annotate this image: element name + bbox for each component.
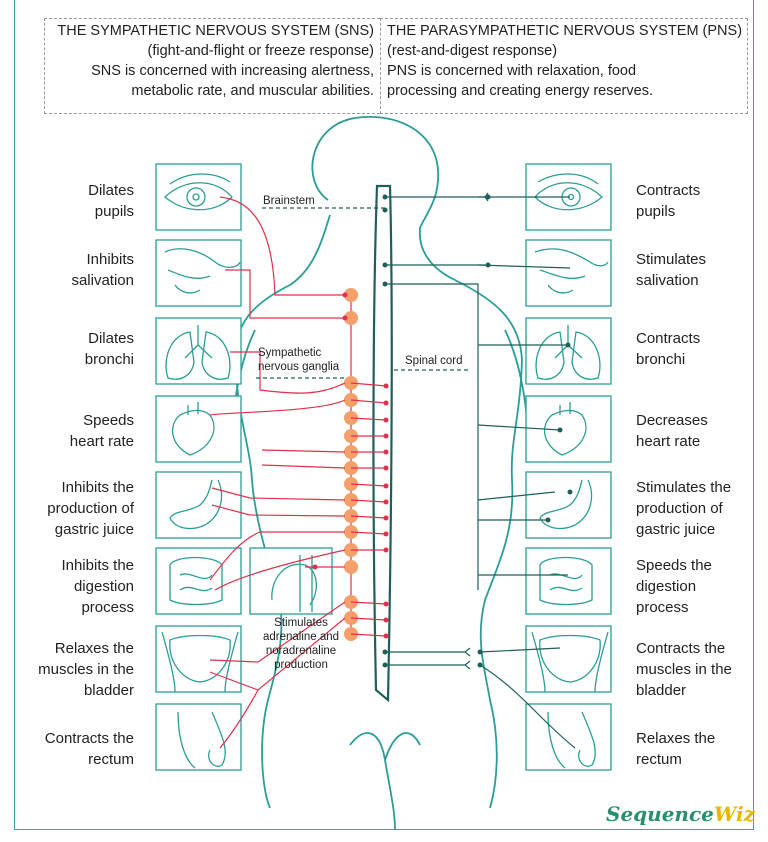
rectum-icon bbox=[177, 711, 226, 769]
heart-icon bbox=[171, 402, 215, 456]
stomach-box-right bbox=[525, 471, 612, 539]
sns-header: THE SYMPATHETIC NERVOUS SYSTEM (SNS) (fi… bbox=[44, 18, 380, 114]
adrenal-icon bbox=[271, 555, 317, 612]
mouth-icon bbox=[534, 248, 609, 294]
mouth-box-left bbox=[155, 239, 242, 307]
bladder-icon bbox=[161, 631, 239, 693]
teal-dots bbox=[382, 194, 573, 668]
rectum-icon bbox=[547, 711, 596, 769]
adrenal-box bbox=[249, 547, 333, 615]
sns-desc-line1: SNS is concerned with increasing alertne… bbox=[91, 63, 374, 79]
eye-icon bbox=[164, 173, 233, 211]
diagram-frame bbox=[14, 0, 754, 830]
intestine-icon bbox=[539, 556, 593, 606]
pns-desc-line2: processing and creating energy reserves. bbox=[387, 83, 653, 99]
red-dots bbox=[383, 383, 389, 639]
sns-title: THE SYMPATHETIC NERVOUS SYSTEM (SNS) bbox=[57, 23, 374, 39]
sequencewiz-logo: SequenceWiz bbox=[606, 802, 755, 826]
spinal-cord-label: Spinal cord bbox=[405, 355, 463, 367]
ganglion bbox=[344, 288, 358, 302]
right-organ-boxes bbox=[525, 163, 612, 771]
bladder-box-left bbox=[155, 625, 242, 693]
spinal-cord-shape bbox=[372, 184, 393, 703]
mouth-icon bbox=[164, 248, 241, 294]
sns-desc-line2: metabolic rate, and muscular abilities. bbox=[131, 83, 374, 99]
sympathetic-preganglionic-fibers bbox=[350, 382, 387, 637]
lungs-icon bbox=[535, 325, 601, 380]
pns-desc-line1: PNS is concerned with relaxation, food bbox=[387, 63, 637, 79]
rectum-box-left bbox=[155, 703, 242, 771]
mouth-box-right bbox=[525, 239, 612, 307]
bladder-icon bbox=[531, 631, 609, 693]
lungs-icon bbox=[165, 325, 231, 380]
heart-icon bbox=[543, 402, 587, 456]
intestine-icon bbox=[169, 556, 223, 606]
sympathetic-postganglionic-fibers bbox=[209, 196, 346, 749]
pns-title: THE PARASYMPATHETIC NERVOUS SYSTEM (PNS) bbox=[387, 23, 743, 39]
parasympathetic-fibers bbox=[385, 192, 576, 749]
sns-subtitle: (fight-and-flight or freeze response) bbox=[147, 43, 374, 59]
ganglion bbox=[344, 311, 358, 325]
pns-header: THE PARASYMPATHETIC NERVOUS SYSTEM (PNS)… bbox=[380, 18, 748, 114]
body-outline bbox=[311, 116, 523, 809]
stomach-icon bbox=[169, 479, 223, 530]
stomach-icon bbox=[539, 479, 593, 530]
pns-subtitle: (rest-and-digest response) bbox=[387, 43, 558, 59]
brainstem-label: Brainstem bbox=[263, 195, 315, 207]
left-organ-boxes bbox=[155, 163, 333, 771]
bladder-box-right bbox=[525, 625, 612, 693]
rectum-box-right bbox=[525, 703, 612, 771]
ganglion bbox=[344, 560, 358, 574]
ganglia-chain bbox=[344, 288, 358, 641]
stomach-box-left bbox=[155, 471, 242, 539]
